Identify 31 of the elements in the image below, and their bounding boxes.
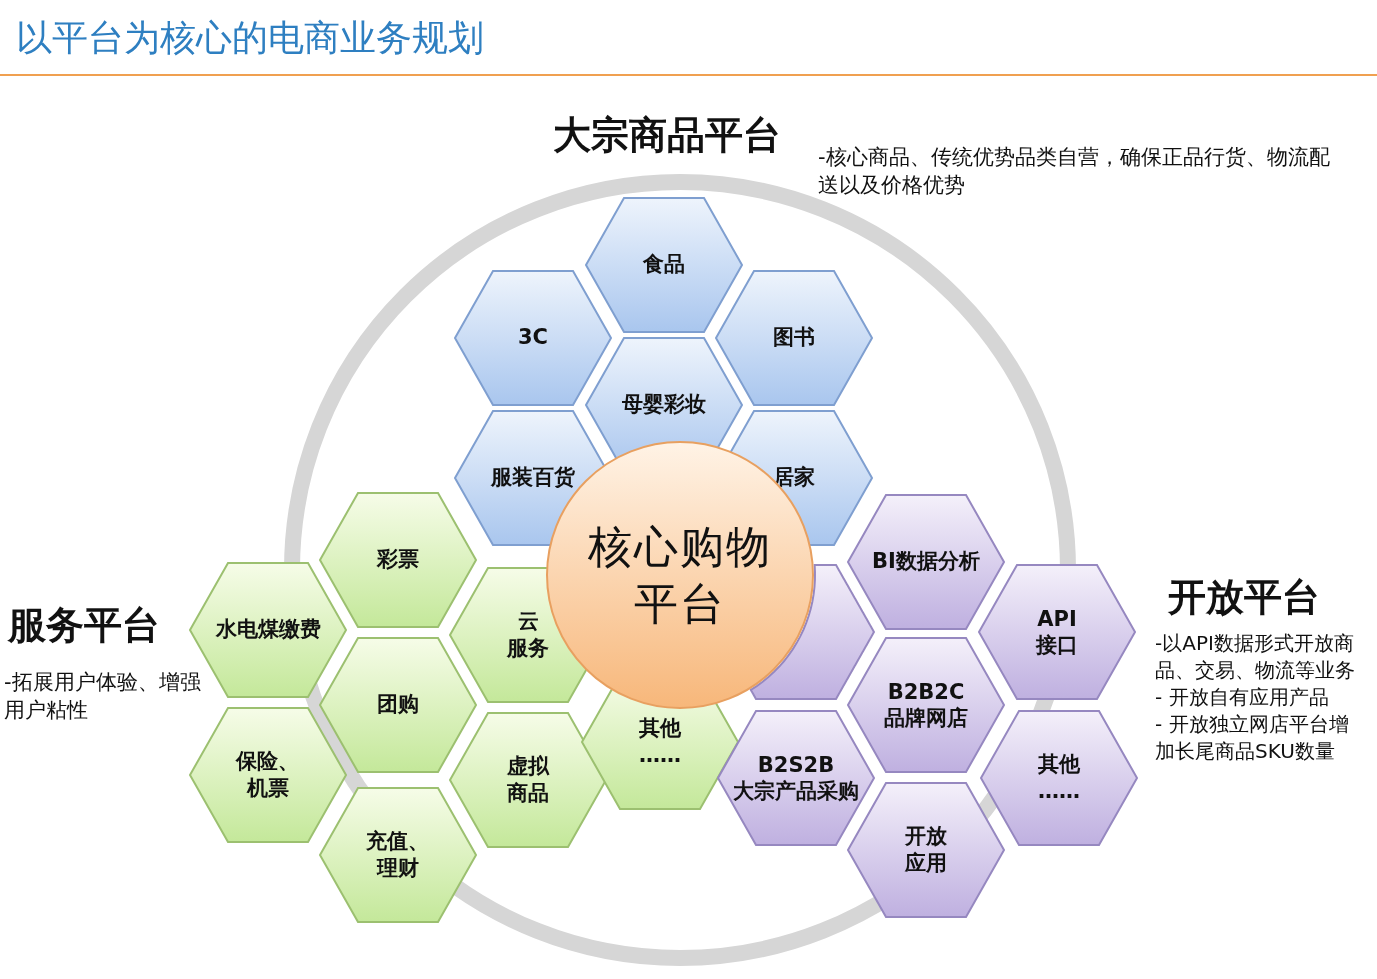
hexagon-label: 团购	[377, 691, 419, 719]
hexagon-label: B2S2B	[757, 751, 835, 778]
hexagon-label: 其他……	[1038, 750, 1080, 805]
hexagon-label: 居家	[773, 464, 815, 492]
platform-heading: 大宗商品平台	[553, 112, 782, 159]
hexagon-label: 图书	[773, 324, 815, 352]
platform-heading: 开放平台	[1168, 574, 1321, 621]
hexagon-label: 食品	[643, 251, 685, 279]
hexagon-label: 大宗产品采购	[733, 778, 859, 805]
hexagon-label: BI数据分析	[872, 548, 980, 576]
hexagon-label: 水电煤缴费	[215, 616, 321, 644]
hexagon-label: 3C	[518, 324, 548, 352]
hexagon-label: API	[1037, 605, 1077, 632]
page-title: 以平台为核心的电商业务规划	[16, 16, 484, 60]
hexagon-label: 彩票	[377, 546, 419, 574]
platform-description: -以API数据形式开放商品、交易、物流等业务 - 开放自有应用产品 - 开放独立网店平台增加长尾商品SKU数量	[1155, 630, 1356, 765]
hexagon-label: 其他……	[639, 714, 681, 769]
hexagon-label: 充值、理财	[365, 827, 431, 882]
hexagon-label: 云服务	[507, 607, 549, 662]
hexagon-label: B2B2C	[887, 678, 965, 705]
platform-description: -拓展用户体验、增强用户粘性	[4, 669, 202, 725]
hexagon-label: 母婴彩妆	[622, 391, 706, 419]
hexagon-label: 品牌网店	[884, 705, 968, 732]
hexagon-label: 虚拟商品	[506, 752, 551, 807]
hexagon-label: 服装百货	[491, 464, 575, 492]
hexagon-label: 开放应用	[904, 822, 948, 877]
hexagon-label: 接口	[1036, 632, 1078, 659]
platform-description: -核心商品、传统优势品类自营，确保正品行货、物流配送以及价格优势	[818, 144, 1331, 200]
platform-heading: 服务平台	[8, 602, 161, 649]
core-label: 核心购物平台	[587, 519, 773, 631]
hexagon-label: 保险、机票	[234, 747, 301, 802]
